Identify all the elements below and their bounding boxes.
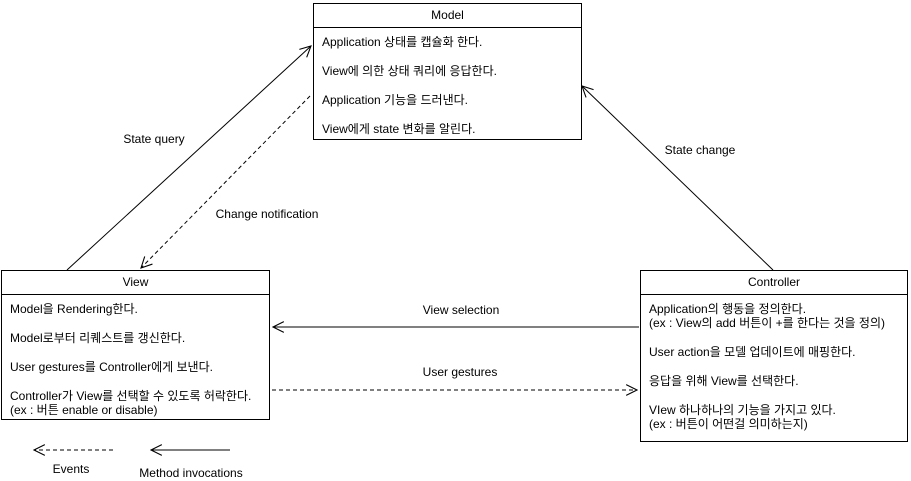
model-point-line: Application 상태를 캡슐화 한다. — [322, 35, 483, 49]
view-box-body: Model을 Rendering한다. Model로부터 리퀘스트를 갱신한다.… — [2, 295, 269, 424]
change-notification-label: Change notification — [213, 207, 321, 221]
model-point: Application 상태를 캡슐화 한다. — [322, 35, 573, 49]
model-point-line: Application 기능을 드러낸다. — [322, 93, 468, 107]
model-point-line: View에게 state 변화를 알린다. — [322, 122, 476, 136]
controller-point-line: (ex : 버튼이 어떤걸 의미하는지) — [649, 417, 808, 431]
controller-point: Application의 행동을 정의한다. (ex : View의 add 버… — [649, 302, 899, 330]
view-point: Controller가 View를 선택할 수 있도록 허락한다. (ex : … — [10, 389, 261, 417]
model-box-body: Application 상태를 캡슐화 한다. View에 의한 상태 쿼리에 … — [314, 28, 581, 143]
user-gestures-label: User gestures — [420, 365, 500, 379]
view-point-line: Model을 Rendering한다. — [10, 302, 138, 316]
view-point: Model을 Rendering한다. — [10, 302, 261, 316]
controller-point-line: Application의 행동을 정의한다. — [649, 302, 807, 316]
change-notification-arrow — [141, 95, 311, 268]
view-box-title: View — [2, 271, 269, 295]
view-point-line: (ex : 버튼 enable or disable) — [10, 403, 158, 417]
controller-point-line: User action을 모델 업데이트에 매핑한다. — [649, 345, 856, 359]
model-point: View에게 state 변화를 알린다. — [322, 122, 573, 136]
view-point: User gestures를 Controller에게 보낸다. — [10, 360, 261, 374]
model-point: Application 기능을 드러낸다. — [322, 93, 573, 107]
view-selection-label: View selection — [420, 303, 502, 317]
controller-box-body: Application의 행동을 정의한다. (ex : View의 add 버… — [641, 295, 907, 438]
view-box: View Model을 Rendering한다. Model로부터 리퀘스트를 … — [1, 270, 270, 420]
controller-point: VIew 하나하나의 기능을 가지고 있다. (ex : 버튼이 어떤걸 의미하… — [649, 403, 899, 431]
controller-point: 응답을 위해 View를 선택한다. — [649, 374, 899, 388]
model-point-line: View에 의한 상태 쿼리에 응답한다. — [322, 64, 497, 78]
state-change-label: State change — [662, 143, 738, 157]
controller-box-title: Controller — [641, 271, 907, 295]
state-query-label: State query — [121, 132, 187, 146]
controller-point: User action을 모델 업데이트에 매핑한다. — [649, 345, 899, 359]
legend-events-label: Events — [50, 462, 92, 476]
model-point: View에 의한 상태 쿼리에 응답한다. — [322, 64, 573, 78]
state-change-arrow — [582, 86, 774, 271]
state-query-arrow — [66, 46, 311, 271]
view-point-line: Controller가 View를 선택할 수 있도록 허락한다. — [10, 389, 252, 403]
controller-point-line: 응답을 위해 View를 선택한다. — [649, 374, 799, 388]
view-point-line: User gestures를 Controller에게 보낸다. — [10, 360, 213, 374]
view-point-line: Model로부터 리퀘스트를 갱신한다. — [10, 331, 186, 345]
view-point: Model로부터 리퀘스트를 갱신한다. — [10, 331, 261, 345]
model-box-title: Model — [314, 4, 581, 28]
model-box: Model Application 상태를 캡슐화 한다. View에 의한 상… — [313, 3, 582, 140]
controller-box: Controller Application의 행동을 정의한다. (ex : … — [640, 270, 908, 442]
legend-method-invocations-label: Method invocations — [137, 466, 245, 480]
controller-point-line: VIew 하나하나의 기능을 가지고 있다. — [649, 403, 836, 417]
controller-point-line: (ex : View의 add 버튼이 +를 한다는 것을 정의) — [649, 316, 885, 330]
